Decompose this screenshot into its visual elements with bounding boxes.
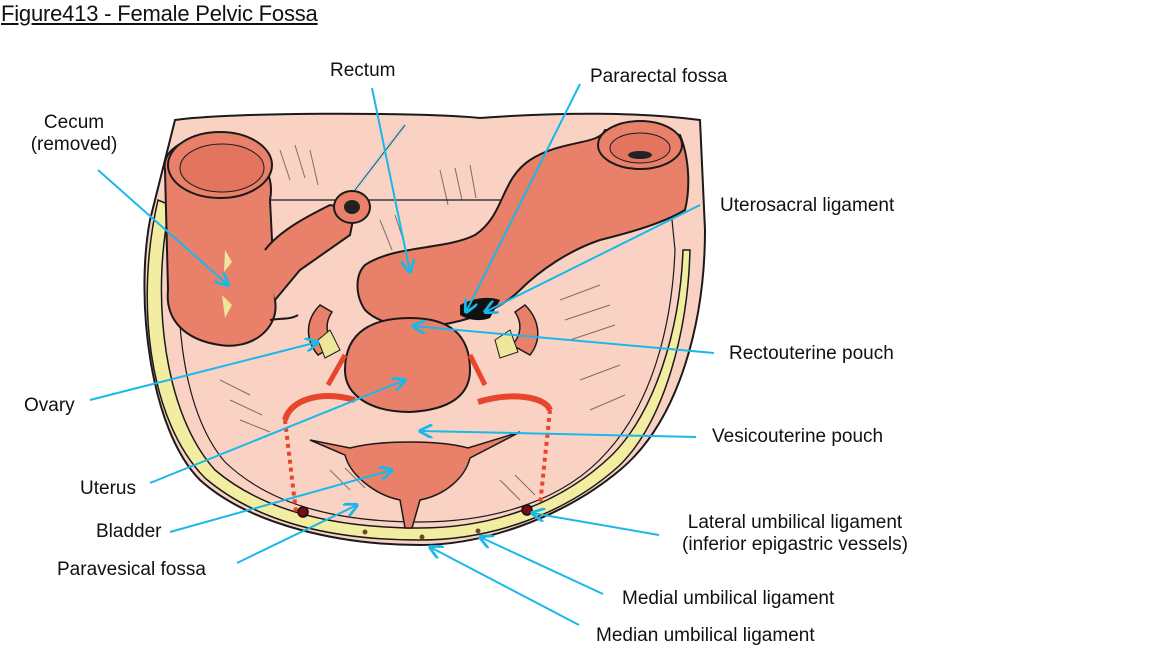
cecum <box>163 131 371 347</box>
label-lateral-umbilical-line2: (inferior epigastric vessels) <box>682 534 908 555</box>
fat-band <box>146 198 691 541</box>
leader-cecum <box>97 169 228 285</box>
label-ovary: Ovary <box>24 395 75 416</box>
leader-vesicouterine-pouch <box>420 431 697 437</box>
label-rectouterine-pouch: Rectouterine pouch <box>729 343 894 364</box>
leader-median-umbilical <box>430 547 580 626</box>
leader-uterus <box>149 380 405 484</box>
leader-paravesical-fossa <box>236 505 357 564</box>
leader-pararectal-fossa <box>466 83 581 312</box>
label-cecum-line2: (removed) <box>30 134 118 155</box>
tissue-hatching <box>219 144 626 501</box>
leader-uterosacral-ligament <box>485 204 701 312</box>
uterus <box>343 316 472 414</box>
inferior-epigastric-vessel-left <box>297 506 309 518</box>
label-lateral-umbilical-line1: Lateral umbilical ligament <box>687 512 903 533</box>
leader-ovary <box>89 342 318 401</box>
label-cecum: Cecum (removed) <box>24 112 124 156</box>
label-median-umbilical-ligament: Median umbilical ligament <box>596 625 815 646</box>
inferior-epigastric-vessel-right <box>521 504 533 516</box>
leader-lateral-umbilical <box>532 513 660 536</box>
leader-medial-umbilical <box>480 537 604 595</box>
label-pararectal-fossa: Pararectal fossa <box>590 66 728 87</box>
leader-rectum <box>371 87 410 272</box>
label-paravesical-fossa: Paravesical fossa <box>57 559 206 580</box>
label-vesicouterine-pouch: Vesicouterine pouch <box>712 426 884 447</box>
figure-title: Figure413 - Female Pelvic Fossa <box>1 1 318 26</box>
median-umbilical <box>419 534 425 540</box>
label-uterus: Uterus <box>80 478 136 499</box>
label-lateral-umbilical-ligament: Lateral umbilical ligament (inferior epi… <box>660 512 930 556</box>
bladder <box>309 431 521 529</box>
medial-umbilical-left <box>362 529 368 535</box>
label-rectum: Rectum <box>330 60 396 81</box>
label-cecum-line1: Cecum <box>43 112 105 133</box>
leader-rectouterine-pouch <box>413 326 715 354</box>
leader-lines <box>89 83 715 626</box>
umbilical-arteries <box>282 353 553 513</box>
leader-bladder <box>169 470 392 533</box>
medial-umbilical-right <box>475 528 481 534</box>
label-uterosacral-ligament: Uterosacral ligament <box>720 195 895 216</box>
label-bladder: Bladder <box>96 521 162 542</box>
label-medial-umbilical-ligament: Medial umbilical ligament <box>622 588 835 609</box>
